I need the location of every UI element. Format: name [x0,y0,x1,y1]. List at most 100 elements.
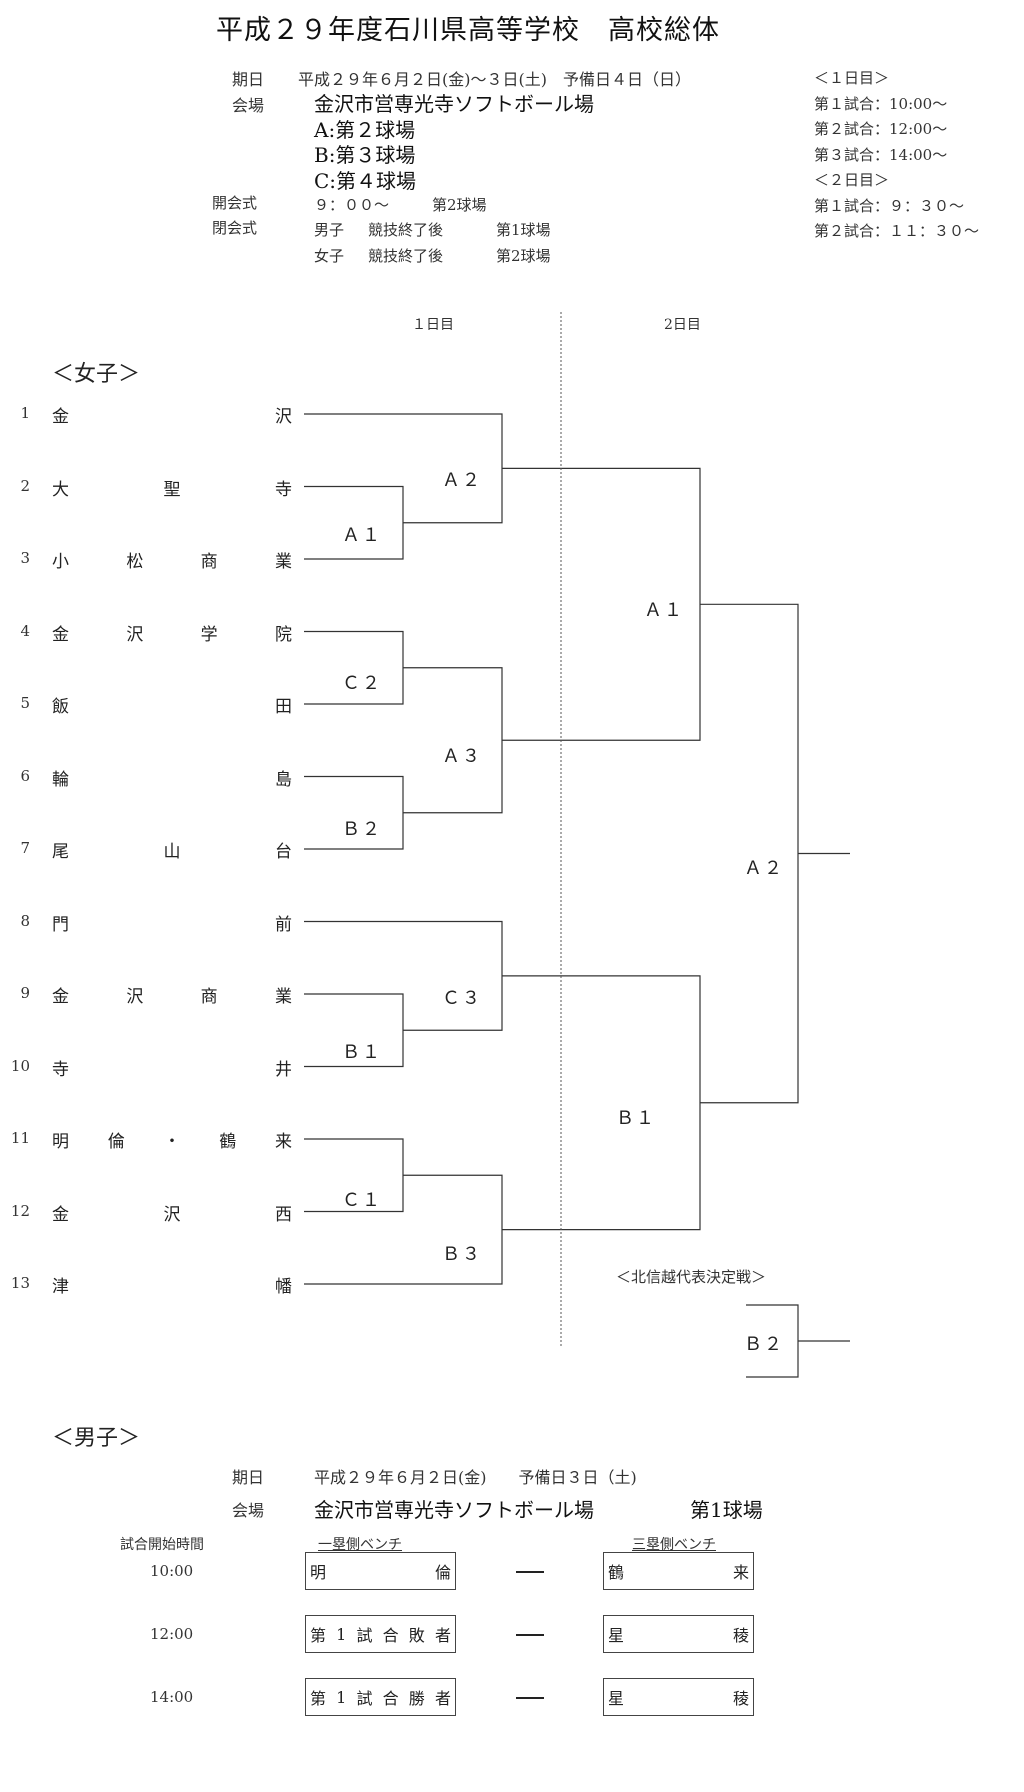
match-label-b3: Ｂ３ [442,1244,482,1265]
date-label: 期日 [232,70,265,89]
team-name-char: 尾 [52,842,69,862]
team-name-char: 門 [52,914,69,935]
team-name-char: 商 [200,552,218,572]
match-label-final-a2: Ａ２ [744,858,784,879]
team-name: 寺井 [52,1055,292,1080]
team-name-char: 稜 [732,1626,749,1645]
boys-section-title: ＜男子＞ [52,1426,141,1451]
team-name-char: 大 [52,479,69,500]
team-name-char: 台 [275,842,292,862]
match-label-c1: Ｃ１ [342,1190,382,1211]
team-number: 10 [10,1056,30,1075]
team-name-char: 飯 [52,697,69,717]
team-number: 1 [20,404,30,422]
closing-when-boys: 競技終了後 [368,221,444,239]
versus-dash [516,1697,544,1699]
match-label-a3: Ａ３ [442,746,482,767]
team-name-char: 来 [275,1132,292,1152]
field-c: C:第４球場 [314,169,417,193]
team-name: 金沢商業 [52,982,292,1007]
team-name-char: 稜 [732,1689,749,1708]
team-name-char: 沢 [126,624,144,645]
team-name-char: 業 [274,552,292,572]
day1-game-2: 第２試合：12:00～ [814,120,948,138]
team-name: 金沢学院 [52,620,292,645]
team-number: 2 [20,476,30,495]
match-label-b2: Ｂ２ [342,819,382,840]
team-number: 12 [10,1201,30,1220]
team-name: 尾山台 [52,837,292,862]
closing-label: 閉会式 [212,219,258,237]
team-number: 13 [10,1274,30,1292]
match-label-a1: Ａ１ [342,525,382,546]
girls-section-title: ＜女子＞ [52,362,141,387]
team-number: 7 [20,839,30,857]
team-name-char: 試 [356,1626,373,1645]
game-start-time: 14:00 [150,1688,194,1706]
closing-group-girls: 女子 [314,247,345,265]
team-name-char: 西 [275,1204,292,1225]
third-base-team-box: 星稜 [603,1678,754,1716]
team-name-char: 輪 [52,769,69,790]
team-name: 金沢西 [52,1200,292,1225]
team-name-char: 合 [382,1689,399,1708]
team-name-char: 星 [608,1626,625,1645]
team-name-char: 寺 [275,479,292,500]
team-name-char: 山 [163,842,181,862]
closing-field-girls: 第2球場 [496,247,551,265]
team-name: 明倫・鶴来 [52,1127,292,1152]
team-name-char: 1 [336,1687,347,1707]
venue-label: 会場 [232,96,265,115]
day2-title: ＜２日目＞ [814,171,890,189]
team-name-char: 第 [310,1626,327,1645]
team-name-char: 来 [732,1563,749,1582]
schedule-panel: ＜１日目＞ 第１試合：10:00～ 第２試合：12:00～ 第３試合：14:00… [814,66,979,245]
team-number: 3 [20,549,30,567]
team-name-char: 倫 [107,1132,125,1152]
day1-title: ＜１日目＞ [814,69,890,87]
game-start-time: 10:00 [150,1562,194,1580]
team-name-char: 明 [310,1563,327,1582]
team-name: 津幡 [52,1272,292,1297]
hokushinetsu-title: ＜北信越代表決定戦＞ [616,1268,767,1286]
team-name-char: 院 [274,624,292,645]
team-name-char: 小 [52,552,69,572]
col-header-time: 試合開始時間 [120,1537,204,1553]
day1-game-3: 第３試合：14:00～ [814,145,948,164]
team-name-char: 鶴 [608,1563,625,1582]
team-name-char: 寺 [52,1059,69,1080]
boys-date-label: 期日 [232,1468,265,1487]
col-header-third-base: 三塁側ベンチ [632,1537,716,1553]
versus-dash [516,1634,544,1636]
team-name-char: 津 [52,1277,69,1297]
team-name: 小松商業 [52,547,292,572]
team-name: 大聖寺 [52,475,292,500]
closing-group-boys: 男子 [314,221,345,239]
field-a: A:第２球場 [314,118,416,142]
match-label-hokushinetsu-b2: Ｂ２ [744,1334,784,1355]
third-base-team-box: 鶴来 [603,1552,754,1590]
field-b: B:第３球場 [314,143,416,167]
closing-when-girls: 競技終了後 [368,247,444,265]
day2-game-1: 第１試合：９：３０～ [814,196,965,215]
team-name-char: 合 [382,1626,399,1645]
match-label-a2: Ａ２ [442,470,482,491]
day2-header: 2日目 [664,317,701,333]
team-name-char: ・ [163,1132,181,1152]
team-name-char: 幡 [275,1277,292,1297]
team-number: 9 [20,984,30,1002]
team-name-char: 沢 [163,1204,181,1225]
versus-dash [516,1571,544,1573]
day2-game-2: 第２試合：１１：３０～ [814,222,980,240]
team-name-char: 倫 [434,1563,451,1582]
team-name-char: 田 [275,697,292,717]
venue-value: 金沢市営専光寺ソフトボール場 [314,92,594,116]
team-name-char: 第 [310,1689,327,1708]
team-name-char: 商 [200,987,218,1007]
bracket-a3 [403,667,503,814]
team-name-char: 前 [275,914,292,935]
team-name: 飯田 [52,692,292,717]
opening-label: 開会式 [212,194,258,212]
match-label-c3: Ｃ３ [442,988,482,1009]
